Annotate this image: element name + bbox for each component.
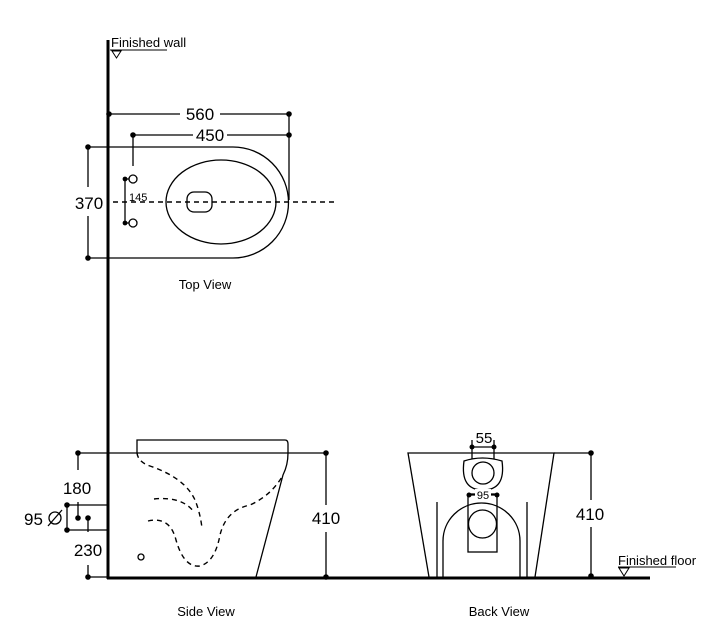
outlet-circle [467, 509, 498, 539]
side-view-title: Side View [177, 604, 235, 619]
fixing-hole [128, 218, 138, 228]
dim-230: 230 [74, 541, 102, 560]
top-view-title: Top View [179, 277, 232, 292]
seat-lid [136, 439, 289, 453]
dim-560: 560 [186, 105, 214, 124]
finished-floor-label: Finished floor [618, 553, 697, 568]
level-triangle-icon [111, 50, 122, 59]
back-view-title: Back View [469, 604, 530, 619]
side-view: 410 180 95 230 Side View [24, 439, 340, 619]
dim-410-back: 410 [576, 505, 604, 524]
finished-wall-marker: Finished wall [110, 35, 186, 59]
side-back-profile [255, 452, 289, 578]
inlet-shape [462, 457, 504, 491]
bowl-outlet [186, 191, 213, 213]
dim-370: 370 [75, 194, 103, 213]
diameter-icon [47, 509, 63, 527]
dim-145: 145 [129, 192, 147, 204]
finished-floor-marker: Finished floor [618, 553, 697, 577]
dim-410-side: 410 [312, 509, 340, 528]
back-outline [407, 452, 555, 578]
inlet-hole [137, 553, 145, 561]
back-view: 55 95 410 Finished floor Back View [407, 430, 697, 619]
fixing-hole [128, 174, 138, 184]
dim-95-diameter: 95 [24, 510, 43, 529]
dim-450: 450 [196, 126, 224, 145]
inlet-circle [471, 461, 495, 485]
finished-wall-label: Finished wall [111, 35, 186, 50]
top-view: 560 450 370 145 Top View [75, 105, 337, 292]
back-arch [442, 502, 521, 577]
dim-180: 180 [63, 479, 91, 498]
level-triangle-icon [618, 567, 630, 577]
dim-95-back: 95 [477, 490, 489, 502]
dim-55: 55 [476, 430, 493, 447]
